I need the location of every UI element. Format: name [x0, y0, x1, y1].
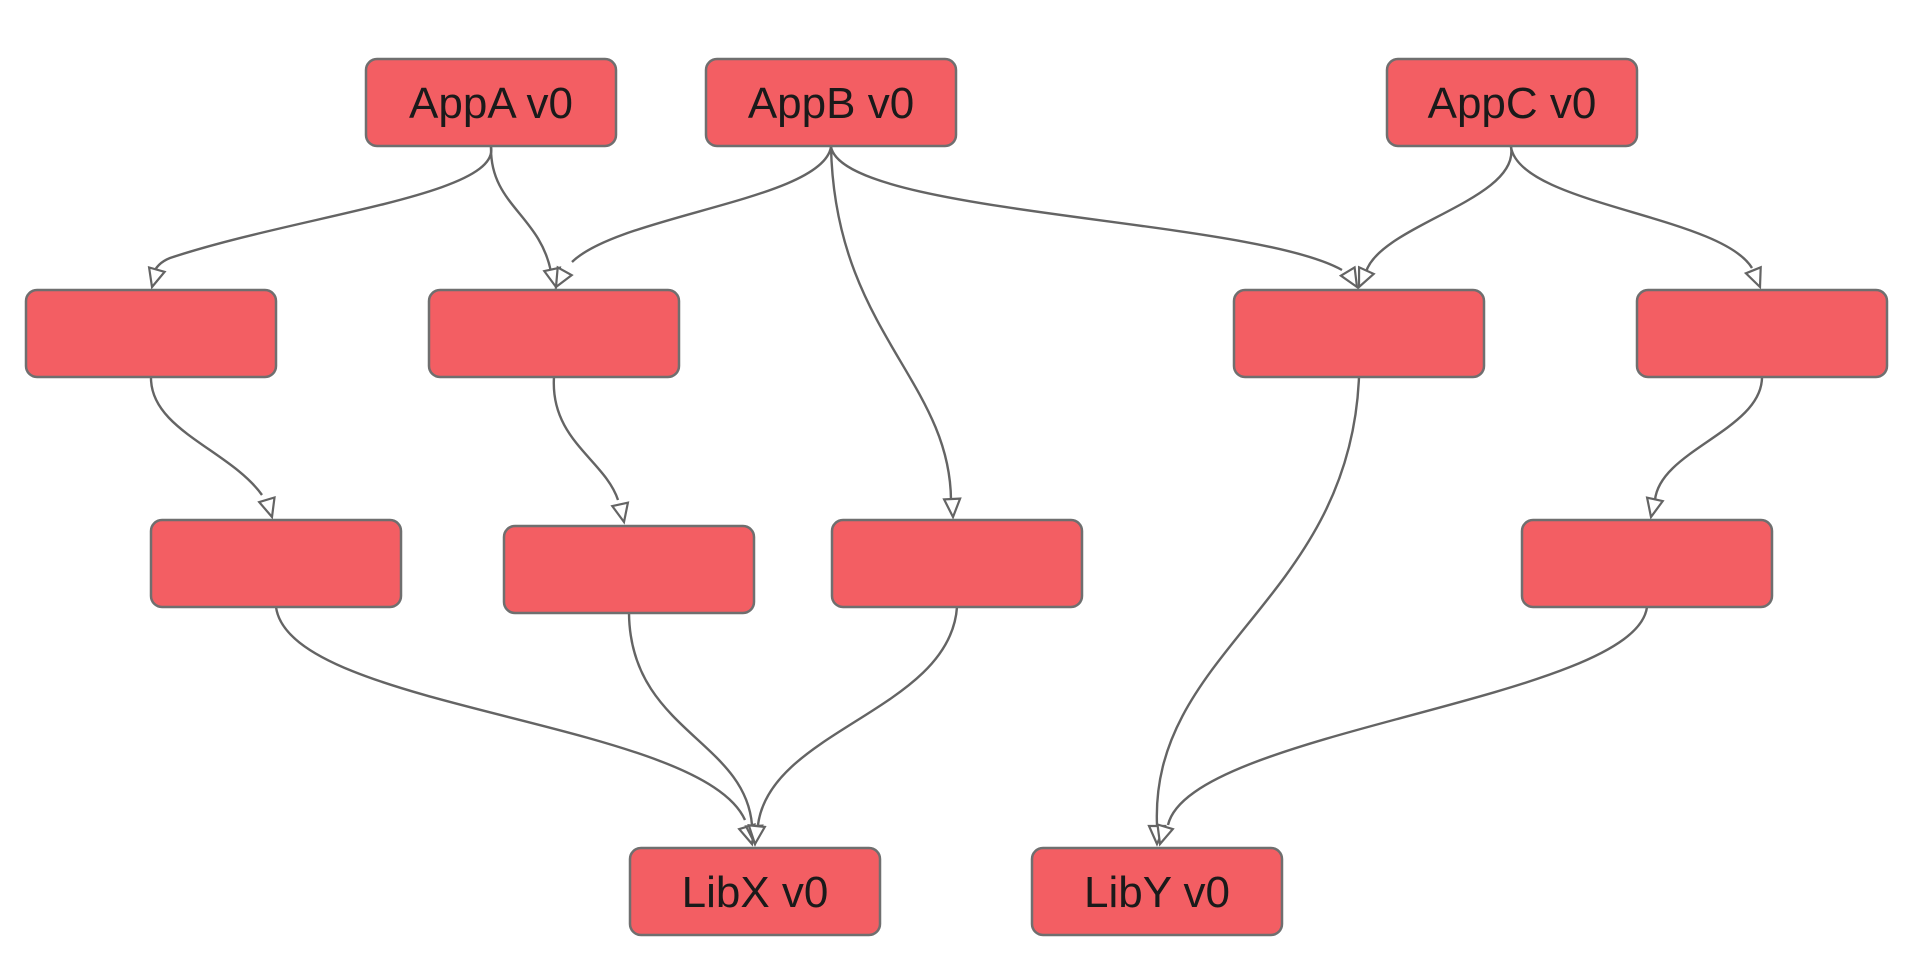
node-label: LibY v0 [1084, 868, 1230, 917]
node-box [149, 518, 403, 609]
node-label: AppC v0 [1428, 79, 1597, 128]
node-label: LibX v0 [682, 868, 829, 917]
node-m2[interactable] [427, 288, 681, 379]
node-libX[interactable]: LibX v0 [628, 846, 882, 937]
edge-appB-to-m3 [829, 146, 1359, 290]
node-m8[interactable] [1520, 518, 1774, 609]
node-appA[interactable]: AppA v0 [364, 57, 618, 148]
edge-m4-to-m8 [1645, 376, 1764, 520]
edge-line [1155, 376, 1361, 826]
node-box [502, 524, 756, 615]
node-box [1385, 57, 1639, 148]
node-label: AppB v0 [748, 79, 914, 128]
node-m1[interactable] [24, 288, 278, 379]
edge-line [829, 146, 953, 501]
arrowhead-icon [147, 265, 167, 290]
edge-line [571, 146, 833, 263]
node-m6[interactable] [502, 524, 756, 615]
node-box [1030, 846, 1284, 937]
arrowhead-icon [1645, 496, 1665, 520]
node-m7[interactable] [830, 518, 1084, 609]
edge-m6-to-libX [627, 612, 764, 847]
arrowhead-icon [1338, 265, 1359, 290]
edge-line [829, 146, 1343, 272]
node-libY[interactable]: LibY v0 [1030, 846, 1284, 937]
arrowhead-icon [257, 495, 276, 520]
edge-appB-to-m7 [829, 146, 962, 520]
edge-line [756, 606, 959, 826]
edge-m1-to-m5 [149, 376, 276, 520]
arrowhead-icon [747, 824, 767, 847]
node-box [628, 846, 882, 937]
edge-line [1653, 376, 1764, 501]
arrowhead-icon [1156, 822, 1175, 847]
arrowhead-icon [554, 265, 574, 290]
edge-line [489, 146, 553, 273]
node-box [427, 288, 681, 379]
nodes-layer: AppA v0 AppB v0 AppC v0 LibX v0 LibY v0 [24, 57, 1889, 937]
node-box [1520, 518, 1774, 609]
node-m5[interactable] [149, 518, 403, 609]
edge-line [1509, 146, 1754, 269]
edge-m7-to-libX [747, 606, 959, 847]
node-box [1635, 288, 1889, 379]
node-box [24, 288, 278, 379]
arrowhead-icon [1357, 265, 1376, 290]
edge-line [1364, 146, 1513, 273]
edge-appA-to-m2 [489, 146, 562, 290]
edge-m2-to-m6 [552, 376, 630, 525]
arrowhead-icon [942, 497, 962, 520]
edge-line [274, 606, 747, 821]
edges-layer [147, 146, 1764, 847]
node-appB[interactable]: AppB v0 [704, 57, 958, 148]
edge-line [149, 376, 263, 496]
node-m4[interactable] [1635, 288, 1889, 379]
edge-line [552, 376, 620, 501]
node-box [1232, 288, 1486, 379]
arrowhead-icon [610, 501, 630, 525]
node-box [704, 57, 958, 148]
edge-appC-to-m4 [1509, 146, 1762, 290]
node-box [830, 518, 1084, 609]
edge-line [151, 146, 493, 276]
node-box [364, 57, 618, 148]
edge-line [1166, 606, 1649, 826]
node-label: AppA v0 [409, 79, 573, 128]
edge-appC-to-m3 [1357, 146, 1513, 290]
edge-m3-to-libY [1147, 376, 1361, 847]
arrowhead-icon [1743, 265, 1762, 290]
edge-line [627, 612, 754, 826]
edge-appB-to-m2 [554, 146, 833, 290]
node-appC[interactable]: AppC v0 [1385, 57, 1639, 148]
edge-m8-to-libY [1156, 606, 1649, 847]
node-m3[interactable] [1232, 288, 1486, 379]
edge-appA-to-m1 [147, 146, 493, 290]
